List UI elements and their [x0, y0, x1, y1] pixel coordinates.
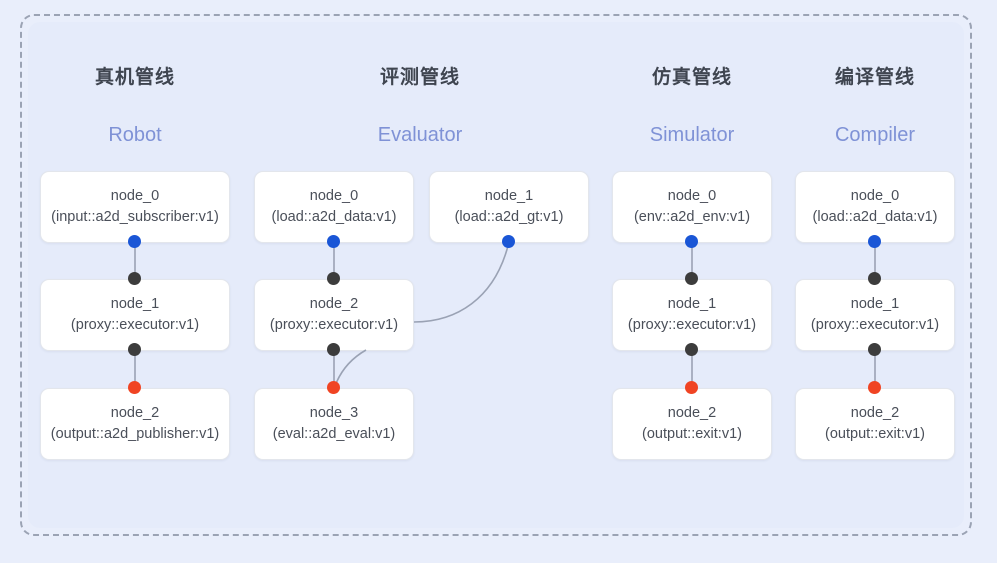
node-name: node_2 — [309, 295, 359, 312]
node-spec: (env::a2d_env:v1) — [633, 208, 751, 225]
node-name: node_1 — [110, 295, 160, 312]
node-spec: (input::a2d_subscriber:v1) — [51, 208, 219, 225]
node-name: node_2 — [850, 404, 900, 421]
diagram-dashed-frame — [20, 14, 972, 536]
node-spec: (output::exit:v1) — [825, 425, 925, 442]
node-compiler-0[interactable]: node_0 (load::a2d_data:v1) — [795, 171, 955, 243]
port-input-compiler-2[interactable] — [868, 381, 881, 394]
port-input-evaluator-2[interactable] — [327, 272, 340, 285]
node-name: node_0 — [309, 187, 359, 204]
port-output-compiler-1[interactable] — [868, 343, 881, 356]
node-robot-2[interactable]: node_2 (output::a2d_publisher:v1) — [40, 388, 230, 460]
node-spec: (proxy::executor:v1) — [70, 316, 200, 333]
node-simulator-2[interactable]: node_2 (output::exit:v1) — [612, 388, 772, 460]
node-evaluator-3[interactable]: node_3 (eval::a2d_eval:v1) — [254, 388, 414, 460]
node-simulator-1[interactable]: node_1 (proxy::executor:v1) — [612, 279, 772, 351]
node-simulator-0[interactable]: node_0 (env::a2d_env:v1) — [612, 171, 772, 243]
node-spec: (load::a2d_data:v1) — [271, 208, 397, 225]
port-output-compiler-0[interactable] — [868, 235, 881, 248]
column-subtitle-evaluator: Evaluator — [377, 124, 463, 146]
port-input-simulator-1[interactable] — [685, 272, 698, 285]
node-name: node_0 — [110, 187, 160, 204]
port-input-simulator-2[interactable] — [685, 381, 698, 394]
column-subtitle-compiler: Compiler — [834, 124, 916, 146]
node-spec: (load::a2d_data:v1) — [812, 208, 938, 225]
node-spec: (proxy::executor:v1) — [269, 316, 399, 333]
node-spec: (load::a2d_gt:v1) — [454, 208, 564, 225]
port-output-robot-1[interactable] — [128, 343, 141, 356]
node-name: node_1 — [667, 295, 717, 312]
node-compiler-2[interactable]: node_2 (output::exit:v1) — [795, 388, 955, 460]
node-robot-0[interactable]: node_0 (input::a2d_subscriber:v1) — [40, 171, 230, 243]
node-robot-1[interactable]: node_1 (proxy::executor:v1) — [40, 279, 230, 351]
node-name: node_3 — [309, 404, 359, 421]
node-evaluator-2[interactable]: node_2 (proxy::executor:v1) — [254, 279, 414, 351]
node-name: node_2 — [667, 404, 717, 421]
port-output-robot-0[interactable] — [128, 235, 141, 248]
column-title-robot: 真机管线 — [94, 67, 175, 88]
node-name: node_1 — [850, 295, 900, 312]
port-input-evaluator-3[interactable] — [327, 381, 340, 394]
port-output-simulator-0[interactable] — [685, 235, 698, 248]
column-title-evaluator: 评测管线 — [379, 67, 460, 88]
node-evaluator-1[interactable]: node_1 (load::a2d_gt:v1) — [429, 171, 589, 243]
port-input-compiler-1[interactable] — [868, 272, 881, 285]
node-spec: (proxy::executor:v1) — [627, 316, 757, 333]
port-output-simulator-1[interactable] — [685, 343, 698, 356]
port-output-evaluator-0[interactable] — [327, 235, 340, 248]
node-name: node_0 — [667, 187, 717, 204]
port-input-robot-1[interactable] — [128, 272, 141, 285]
node-spec: (output::exit:v1) — [642, 425, 742, 442]
column-title-compiler: 编译管线 — [834, 67, 915, 88]
port-output-evaluator-1[interactable] — [502, 235, 515, 248]
node-compiler-1[interactable]: node_1 (proxy::executor:v1) — [795, 279, 955, 351]
node-spec: (output::a2d_publisher:v1) — [50, 425, 220, 442]
node-spec: (eval::a2d_eval:v1) — [272, 425, 396, 442]
port-input-robot-2[interactable] — [128, 381, 141, 394]
column-subtitle-robot: Robot — [108, 124, 162, 146]
port-output-evaluator-2[interactable] — [327, 343, 340, 356]
node-evaluator-0[interactable]: node_0 (load::a2d_data:v1) — [254, 171, 414, 243]
node-name: node_0 — [850, 187, 900, 204]
column-subtitle-simulator: Simulator — [649, 124, 735, 146]
column-title-simulator: 仿真管线 — [651, 67, 732, 88]
node-name: node_1 — [484, 187, 534, 204]
node-spec: (proxy::executor:v1) — [810, 316, 940, 333]
node-name: node_2 — [110, 404, 160, 421]
